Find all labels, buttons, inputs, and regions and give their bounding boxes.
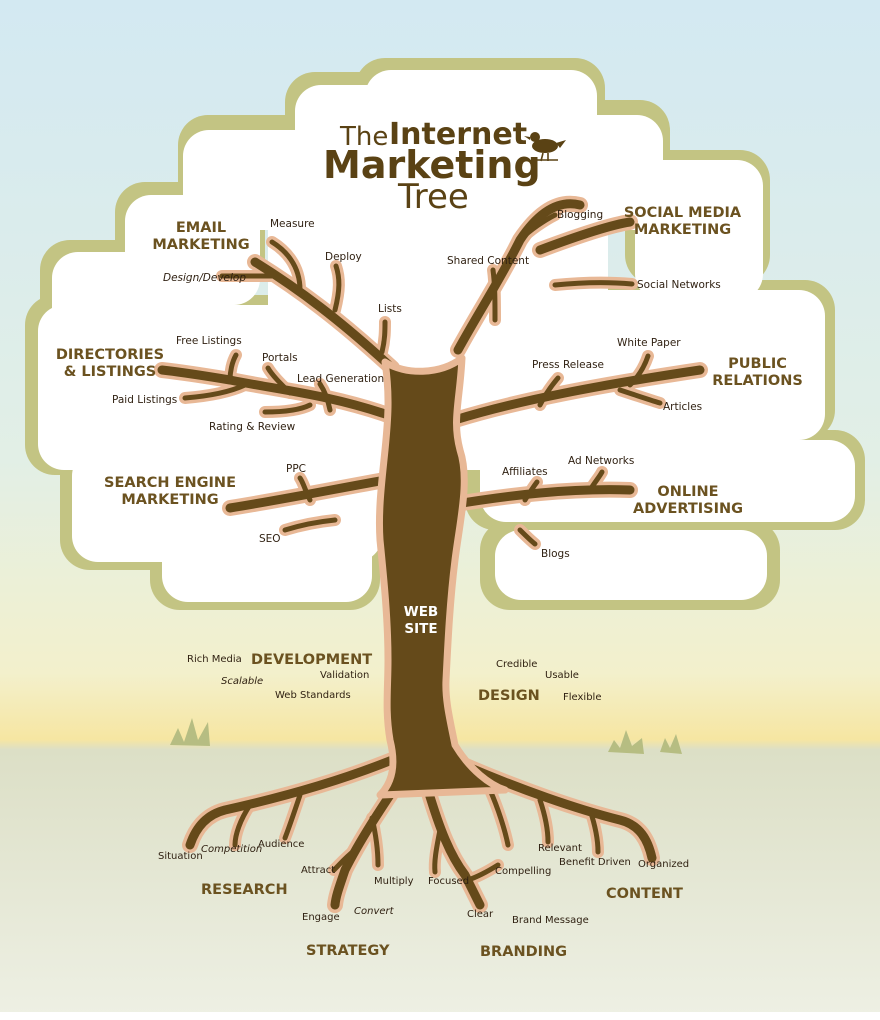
bottom-border [0, 1012, 880, 1020]
leaf-shared-content: Shared Content [447, 255, 530, 267]
category-search-line1: SEARCH ENGINE [104, 475, 236, 491]
category-search-engine-marketing: SEARCH ENGINE MARKETING [100, 475, 240, 509]
category-branding: BRANDING [480, 944, 568, 960]
leaf-usable: Usable [545, 670, 579, 681]
leaf-scalable: Scalable [221, 676, 264, 687]
leaf-focused: Focused [428, 876, 470, 887]
category-email-line1: EMAIL [175, 220, 227, 236]
leaf-portals: Portals [262, 352, 298, 364]
category-directories-listings: DIRECTORIES & LISTINGS [50, 347, 170, 381]
web-site-line1: WEB [403, 604, 439, 620]
bird-icon [524, 132, 566, 162]
category-social-line2: MARKETING [633, 222, 732, 238]
category-public-relations: PUBLIC RELATIONS [710, 356, 805, 390]
leaf-benefit-driven: Benefit Driven [559, 857, 631, 868]
category-strategy: STRATEGY [306, 943, 390, 959]
leaf-white-paper: White Paper [617, 337, 681, 349]
leaf-ppc: PPC [286, 463, 306, 475]
leaf-press-release: Press Release [532, 359, 604, 371]
category-email-line2: MARKETING [152, 237, 250, 253]
leaf-relevant: Relevant [538, 843, 582, 854]
branches [157, 199, 705, 910]
leaf-credible: Credible [496, 659, 538, 670]
trunk [375, 354, 509, 799]
leaf-multiply: Multiply [374, 876, 414, 887]
grass [170, 718, 682, 754]
leaf-blogs: Blogs [541, 548, 570, 560]
leaf-situation: Situation [158, 851, 203, 862]
leaf-clear: Clear [467, 909, 494, 920]
category-directories-line1: DIRECTORIES [55, 347, 165, 363]
leaf-audience: Audience [258, 839, 305, 850]
leaf-validation: Validation [320, 670, 370, 681]
web-site-label: WEB SITE [392, 604, 450, 638]
category-online-line1: ONLINE [657, 484, 719, 500]
web-site-line2: SITE [404, 621, 438, 637]
category-research: RESEARCH [201, 882, 288, 898]
leaf-web-standards: Web Standards [275, 690, 351, 701]
category-social-media-marketing: SOCIAL MEDIA MARKETING [620, 205, 745, 239]
category-pr-line2: RELATIONS [712, 373, 803, 389]
category-online-advertising: ONLINE ADVERTISING [628, 484, 748, 518]
leaf-lists: Lists [378, 303, 402, 315]
leaf-organized: Organized [638, 859, 690, 870]
category-email-marketing: EMAIL MARKETING [146, 220, 256, 254]
leaf-ad-networks: Ad Networks [568, 455, 635, 467]
leaf-attract: Attract [301, 865, 336, 876]
leaf-free-listings: Free Listings [176, 335, 242, 347]
category-development: DEVELOPMENT [251, 652, 373, 668]
leaf-blogging: Blogging [557, 209, 604, 221]
leaf-seo: SEO [259, 533, 281, 545]
title-the: The [340, 122, 389, 152]
leaf-compelling: Compelling [495, 866, 552, 877]
leaf-lead-generation: Lead Generation [297, 373, 385, 385]
leaf-competition: Competition [201, 844, 263, 855]
leaf-social-networks: Social Networks [637, 279, 721, 291]
leaf-affiliates: Affiliates [502, 466, 548, 478]
title-tree: Tree [398, 177, 469, 217]
category-search-line2: MARKETING [121, 492, 219, 508]
leaf-brand-message: Brand Message [512, 915, 589, 926]
title-marketing: Marketing [323, 143, 541, 187]
leaf-deploy: Deploy [325, 251, 362, 263]
category-design: DESIGN [478, 688, 540, 704]
category-social-line1: SOCIAL MEDIA [623, 205, 742, 221]
leaf-rich-media: Rich Media [187, 654, 242, 665]
title-internet: Internet [389, 117, 528, 152]
category-content: CONTENT [606, 886, 683, 902]
leaf-flexible: Flexible [563, 692, 602, 703]
leaf-paid-listings: Paid Listings [112, 394, 178, 406]
leaf-engage: Engage [302, 912, 340, 923]
leaf-rating-review: Rating & Review [209, 421, 296, 433]
leaf-design-develop: Design/Develop [163, 272, 247, 284]
leaf-articles: Articles [663, 401, 703, 413]
category-online-line2: ADVERTISING [632, 501, 744, 517]
category-directories-line2: & LISTINGS [63, 364, 157, 380]
leaf-measure: Measure [270, 218, 315, 230]
leaf-convert: Convert [354, 906, 394, 917]
category-pr-line1: PUBLIC [728, 356, 787, 372]
